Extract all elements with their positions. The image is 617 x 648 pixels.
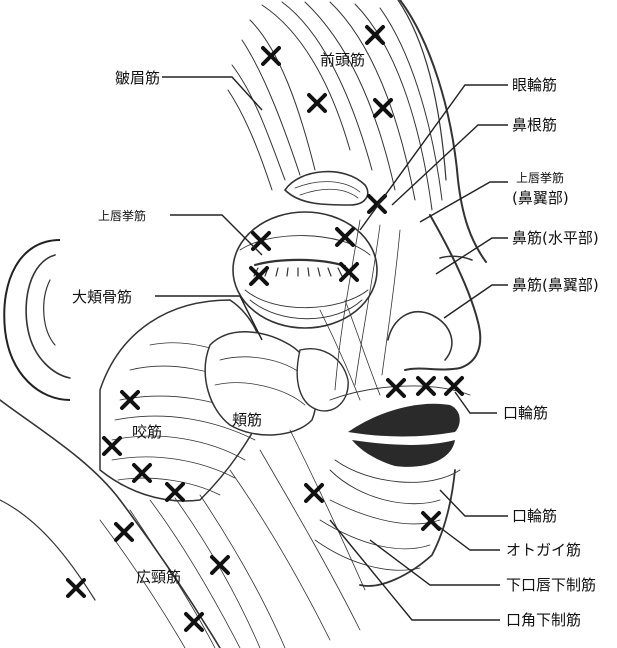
marker-x — [114, 522, 134, 542]
label-depressor-anguli: 口角下制筋 — [506, 611, 581, 629]
marker-x — [373, 98, 393, 118]
nose-profile — [404, 214, 482, 371]
label-platysma: 広頸筋 — [136, 568, 181, 586]
chin-outline — [359, 469, 456, 587]
label-levator-labii: 上唇挙筋 — [98, 208, 146, 223]
lower-lip — [352, 440, 455, 467]
label-frontalis: 前頭筋 — [320, 51, 365, 69]
marker-x — [249, 266, 269, 286]
injection-markers — [66, 25, 464, 632]
marker-x — [444, 376, 464, 396]
marker-x — [335, 227, 355, 247]
marker-x — [339, 262, 359, 282]
marker-x — [307, 93, 327, 113]
frontalis-fibers — [227, 0, 447, 211]
eyelid — [253, 258, 347, 268]
label-zygomaticus-major: 大頬骨筋 — [72, 288, 132, 306]
label-masseter: 咬筋 — [132, 423, 162, 441]
label-orbicularis-oris-lower: 口輪筋 — [512, 507, 557, 525]
marker-x — [386, 378, 406, 398]
leader-lines — [155, 76, 508, 621]
label-orbicularis-oris-upper: 口輪筋 — [503, 404, 548, 422]
label-depressor-labii: 下口唇下制筋 — [506, 576, 596, 594]
marker-x — [132, 463, 152, 483]
marker-x — [184, 612, 204, 632]
forehead-profile — [399, 0, 487, 263]
marker-x — [365, 25, 385, 45]
label-corrugator: 皺眉筋 — [115, 69, 160, 87]
label-mentalis: オトガイ筋 — [506, 541, 581, 559]
face-illustration — [0, 0, 487, 648]
labels: 前頭筋 皺眉筋 眼輪筋 鼻根筋 上唇挙筋 (鼻翼部) 上唇挙筋 鼻筋(水平部) … — [72, 51, 599, 629]
marker-x — [304, 483, 324, 503]
neck-outline — [0, 399, 221, 648]
upper-lip — [348, 403, 460, 437]
label-levator-alae: 上唇挙筋 — [516, 170, 564, 185]
marker-x — [66, 578, 86, 598]
ear — [3, 239, 71, 401]
marker-x — [210, 555, 230, 575]
marker-x — [421, 511, 441, 531]
label-levator-alae-sub: (鼻翼部) — [512, 189, 569, 207]
marker-x — [251, 231, 271, 251]
label-procerus: 鼻根筋 — [512, 116, 557, 134]
marker-x — [261, 46, 281, 66]
label-orbicularis-oculi: 眼輪筋 — [512, 76, 557, 94]
marker-x — [165, 482, 185, 502]
zygomatic-mass — [296, 348, 349, 412]
label-nasalis-transverse: 鼻筋(水平部) — [512, 229, 599, 247]
marker-x — [416, 376, 436, 396]
marker-x — [102, 436, 122, 456]
marker-x — [120, 390, 140, 410]
label-buccinator: 頬筋 — [232, 411, 262, 429]
label-nasalis-alar: 鼻筋(鼻翼部) — [512, 276, 599, 294]
